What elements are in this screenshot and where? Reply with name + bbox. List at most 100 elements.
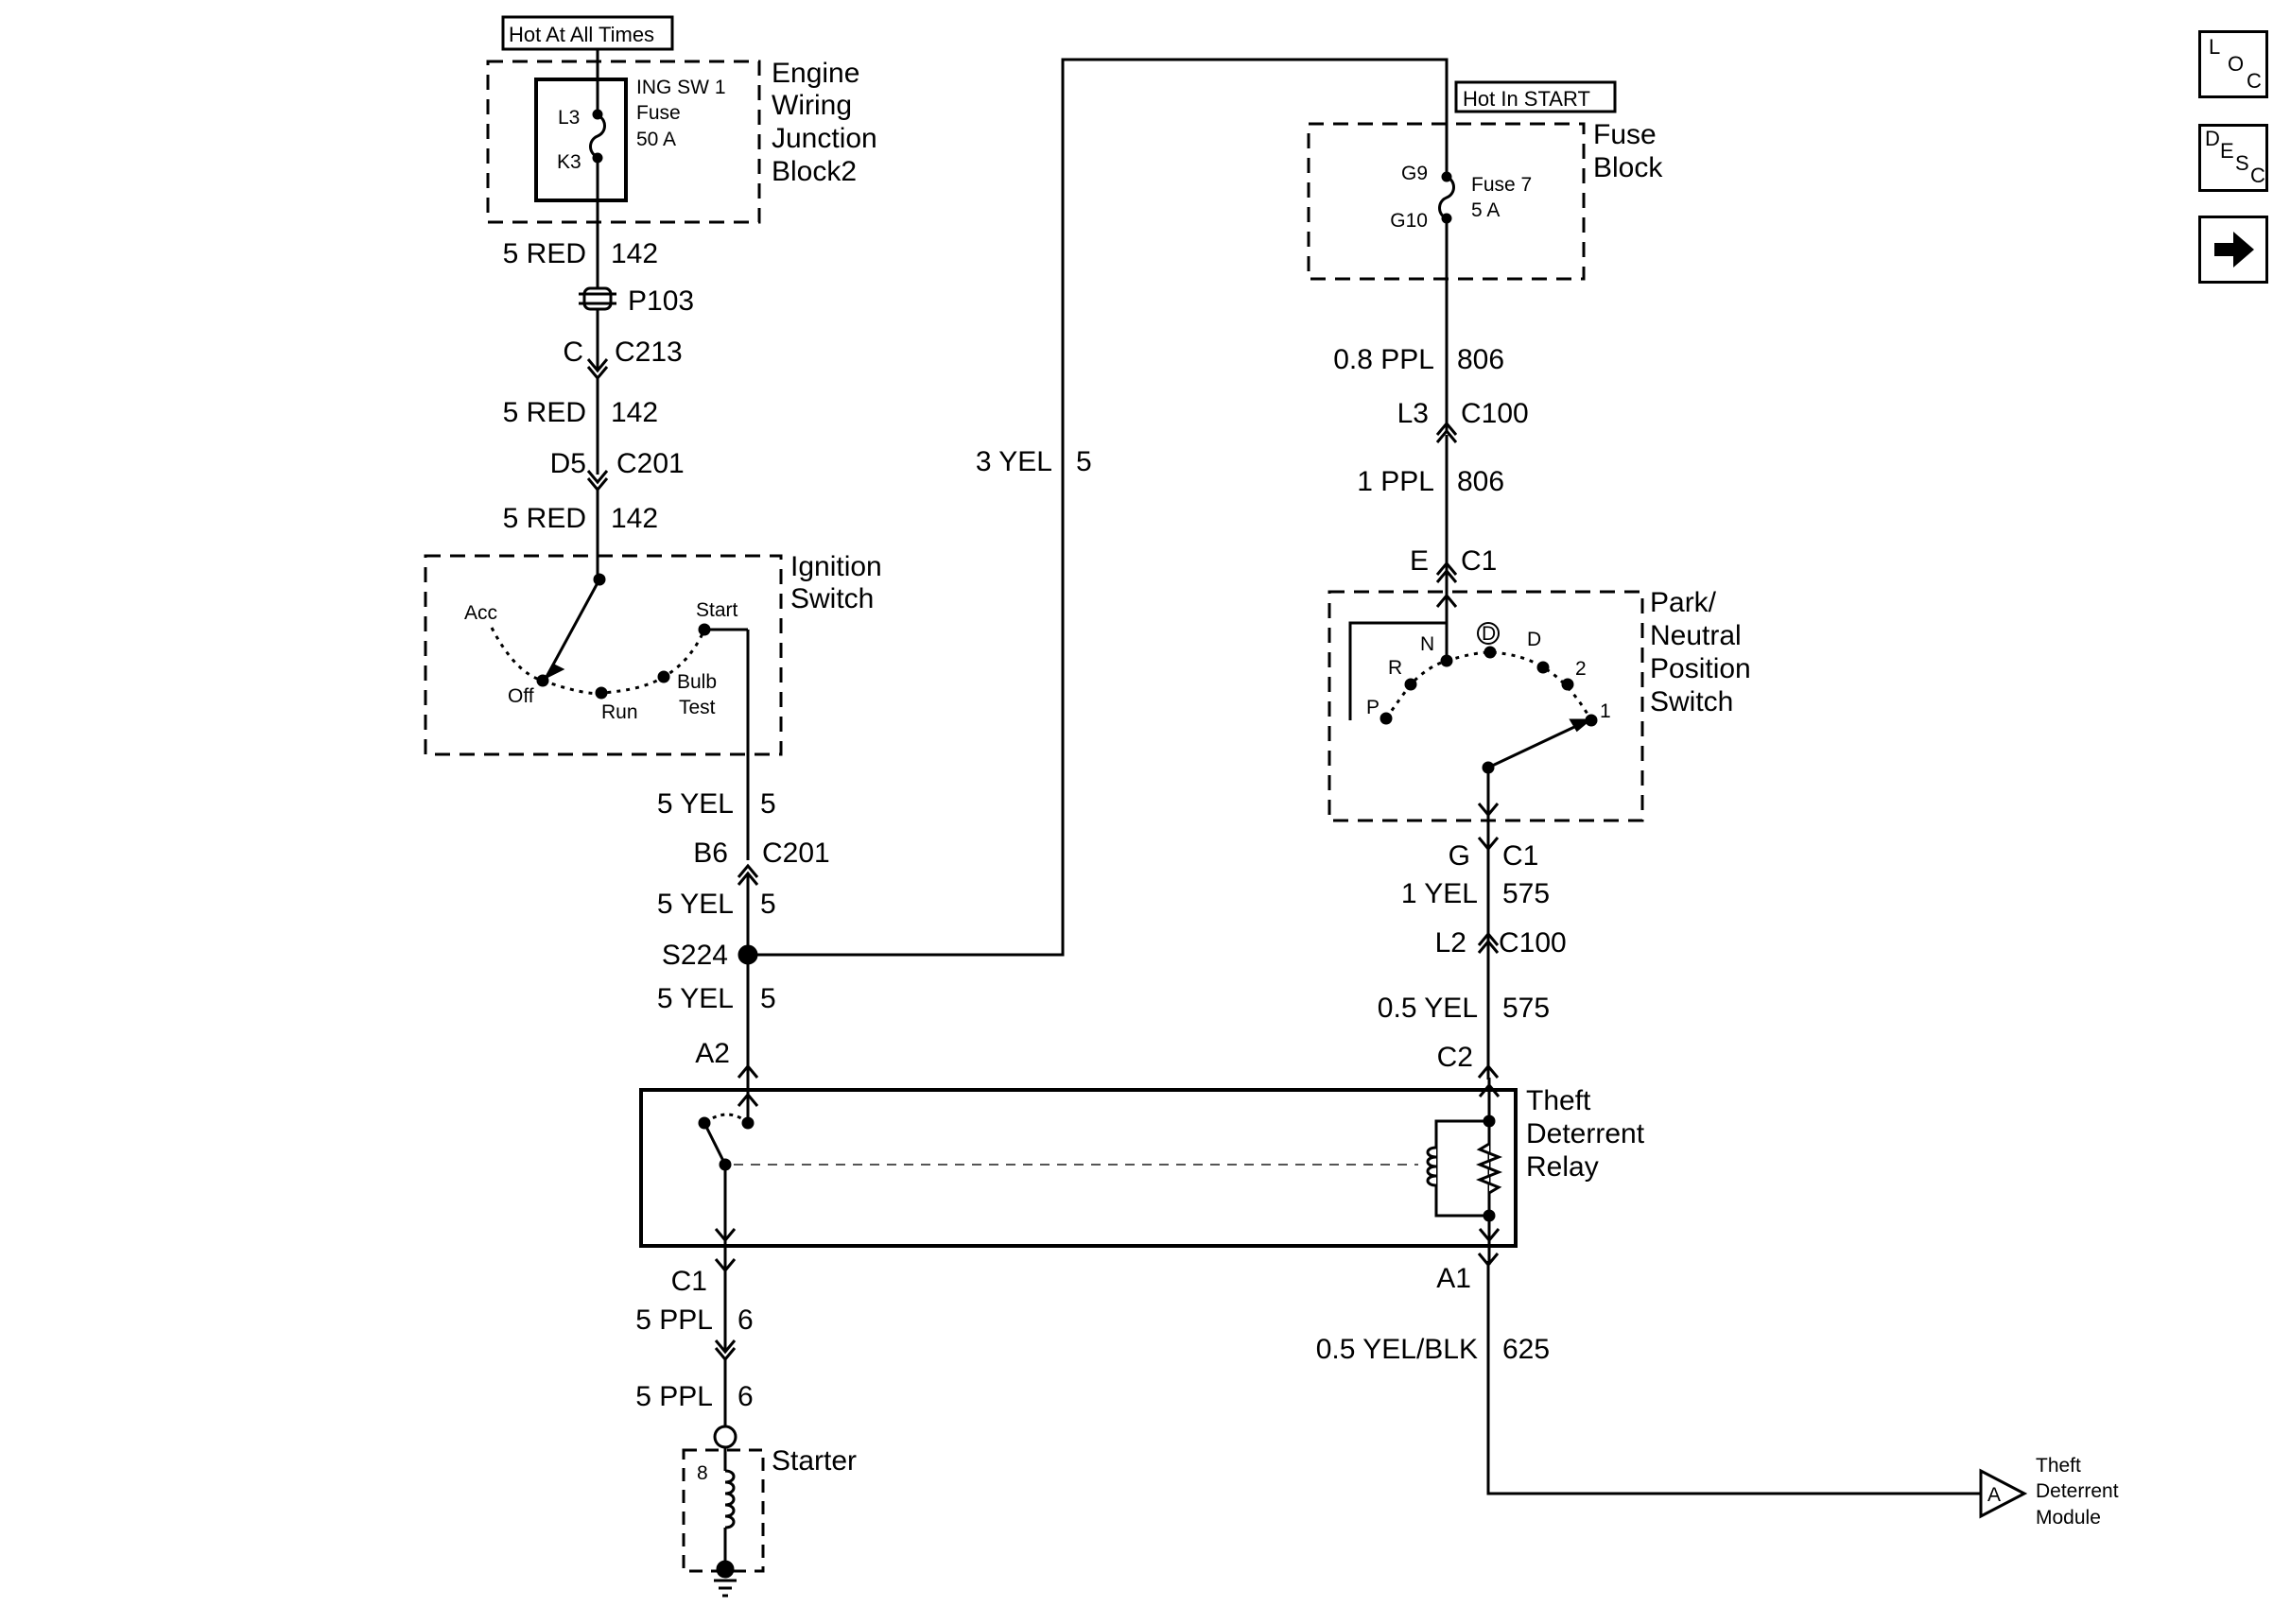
ing-sw1-label: ING SW 1 <box>636 77 726 98</box>
pin-label: C <box>563 337 583 368</box>
circuit-label: 575 <box>1502 993 1550 1024</box>
pin-k3-label: K3 <box>557 151 581 173</box>
offpage-connector-a <box>1979 1468 2028 1519</box>
tdm-title-3: Module <box>2036 1507 2101 1529</box>
tdr-title-2: Deterrent <box>1526 1118 1645 1149</box>
arrow-right-icon <box>2214 232 2254 268</box>
starter-pin-label: 8 <box>697 1462 708 1484</box>
connector-label: C201 <box>762 838 830 869</box>
ejb-title-4: Block2 <box>772 156 857 187</box>
fuse-50a-label: 50 A <box>636 129 676 150</box>
circuit-label: 806 <box>1457 466 1504 497</box>
wire-label: 0.5 YEL <box>1378 993 1478 1024</box>
desc-letter-e: E <box>2220 139 2234 163</box>
pin-g9-label: G9 <box>1401 163 1428 184</box>
pin-g10-label: G10 <box>1390 210 1428 232</box>
ing-sw1-fuse-inner-box <box>534 78 628 202</box>
wire-label: 5 PPL <box>635 1381 713 1412</box>
wire-label: 0.5 YEL/BLK <box>1316 1334 1478 1365</box>
off-label: Off <box>508 685 534 707</box>
park-neutral-switch-box <box>1327 590 1644 822</box>
fuse-label-a: Fuse <box>636 102 681 124</box>
wire-625 <box>1486 1261 1981 1495</box>
wire-label: 5 YEL <box>657 889 734 920</box>
wire-label: 5 YEL <box>657 983 734 1014</box>
circuit-label: 6 <box>737 1381 754 1412</box>
c100-l3-connector <box>1435 421 1458 443</box>
hot-in-start-label: Hot In START <box>1463 87 1590 111</box>
loc-letter-c: C <box>2247 69 2262 93</box>
circuit-label: 5 <box>760 983 776 1014</box>
desc-letter-c: C <box>2250 164 2265 187</box>
fuse-block-title-1: Fuse <box>1593 119 1657 150</box>
pnp-arc <box>1384 650 1593 721</box>
gear-r-label: R <box>1388 657 1402 679</box>
loc-letter-l: L <box>2209 35 2221 59</box>
wire-label: 1 PPL <box>1357 466 1434 497</box>
desc-button[interactable]: D E S C <box>2198 124 2268 192</box>
pin-label: C1 <box>671 1266 707 1297</box>
run-label: Run <box>601 701 638 723</box>
ignition-switch-title-2: Switch <box>790 583 874 614</box>
engine-wiring-junction-block-box <box>486 60 761 224</box>
tdm-title-1: Theft <box>2036 1455 2081 1477</box>
wire-label: 1 YEL <box>1401 878 1478 909</box>
circuit-label: 5 <box>1076 446 1092 477</box>
acc-label: Acc <box>464 602 497 624</box>
tdr-title-1: Theft <box>1526 1085 1591 1116</box>
next-button[interactable] <box>2198 216 2268 284</box>
relay-coil <box>1426 1146 1437 1187</box>
pnp-title-1: Park/ <box>1650 587 1717 618</box>
connector-label: C100 <box>1461 398 1529 429</box>
wire-label: 5 RED <box>503 397 586 428</box>
test-label: Test <box>679 697 716 718</box>
connector-label: C1 <box>1461 545 1497 577</box>
ignition-switch-arc <box>490 627 706 695</box>
fuse-7-label: Fuse 7 <box>1471 174 1532 196</box>
gear-d-label: D <box>1527 629 1541 650</box>
ejb-title-1: Engine <box>772 58 859 89</box>
pin-label: L2 <box>1435 927 1466 959</box>
hot-at-all-times-box <box>501 15 674 51</box>
wire-label: 5 YEL <box>657 788 734 820</box>
starter-title: Starter <box>772 1445 857 1477</box>
ignition-switch-title-1: Ignition <box>790 551 882 582</box>
pin-label: C2 <box>1437 1042 1473 1073</box>
wire-label: 0.8 PPL <box>1333 344 1434 375</box>
hot-in-start-box <box>1454 80 1617 113</box>
tdr-title-3: Relay <box>1526 1151 1599 1183</box>
connector-label: C213 <box>615 337 683 368</box>
wire-label: 5 PPL <box>635 1304 713 1336</box>
start-label: Start <box>696 599 738 621</box>
pin-label: A2 <box>695 1038 730 1069</box>
pin-label: D5 <box>550 448 586 479</box>
loc-button[interactable]: L O C <box>2198 30 2268 98</box>
circuit-label: 5 <box>760 788 776 820</box>
tdm-title-2: Deterrent <box>2036 1480 2119 1502</box>
pin-label: L3 <box>1397 398 1429 429</box>
circuit-label: 142 <box>611 503 658 534</box>
desc-letter-s: S <box>2235 151 2249 175</box>
loc-letter-o: O <box>2228 52 2245 76</box>
ejb-title-2: Wiring <box>772 90 852 121</box>
relay-resistor <box>1475 1142 1503 1195</box>
gear-p-label: P <box>1366 697 1379 718</box>
connector-label: C201 <box>616 448 685 479</box>
wire-label: 5 RED <box>503 238 586 269</box>
desc-letter-d: D <box>2205 127 2220 150</box>
ignition-switch-box <box>424 554 783 756</box>
gear-2-label: 2 <box>1575 658 1587 680</box>
pnp-title-3: Position <box>1650 653 1751 684</box>
circuit-label: 625 <box>1502 1334 1550 1365</box>
fuse-50a-symbol <box>589 113 606 159</box>
circuit-label: 142 <box>611 397 658 428</box>
pnp-title-2: Neutral <box>1650 620 1742 651</box>
wire-label: 5 RED <box>503 503 586 534</box>
theft-deterrent-relay-box <box>639 1088 1518 1248</box>
p103-label: P103 <box>628 285 694 317</box>
pin-l3-label: L3 <box>558 107 580 129</box>
pin-label: B6 <box>693 838 728 869</box>
starter-box <box>682 1448 765 1573</box>
starter-solenoid <box>724 1469 736 1529</box>
